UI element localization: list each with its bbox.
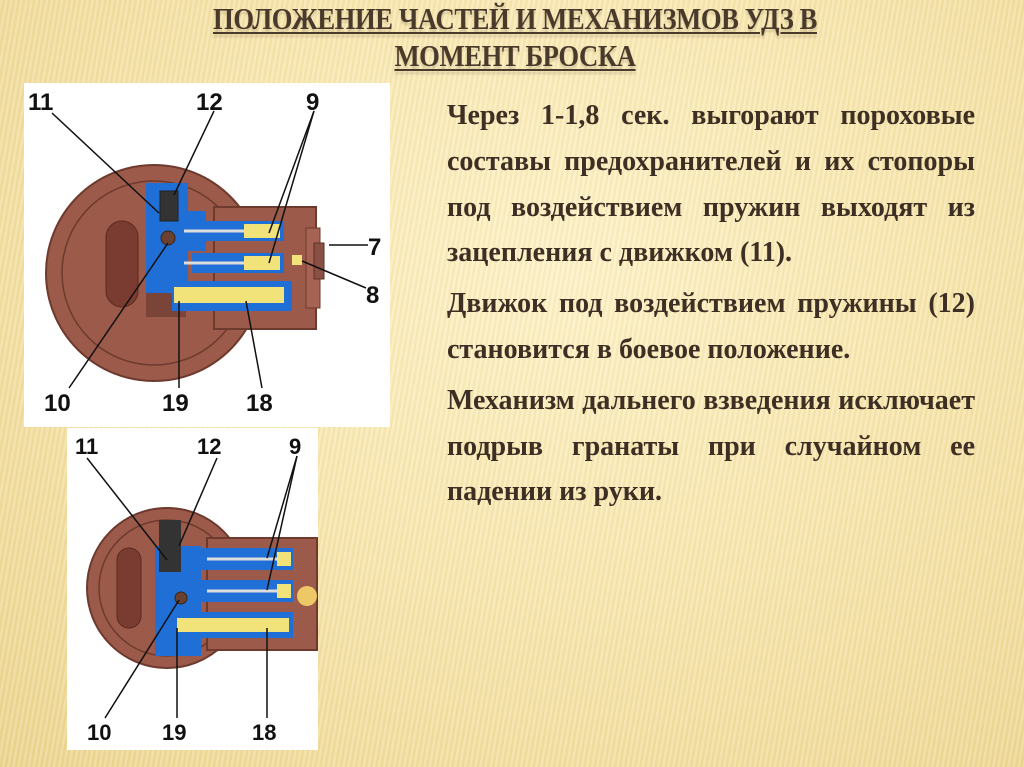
- label-9: 9: [306, 89, 319, 116]
- label-19: 19: [162, 720, 186, 745]
- label-12: 12: [197, 434, 221, 459]
- label-11: 11: [28, 89, 53, 116]
- fuze-diagram-before-arming: 11 12 9 7 8 10 19 18: [24, 83, 390, 427]
- fuze-cross-section-illustration: 11 12 9 10 19 18: [75, 434, 318, 745]
- paragraph-fuse-burnout: Через 1-1,8 сек. выгорают пороховые сост…: [447, 100, 975, 269]
- label-12: 12: [196, 89, 223, 116]
- paragraph-slider-armed: Движок под воздействием пружины (12) ста…: [447, 288, 975, 365]
- label-18: 18: [252, 720, 276, 745]
- label-7: 7: [368, 234, 381, 261]
- label-19: 19: [162, 390, 189, 417]
- label-18: 18: [246, 390, 273, 417]
- label-9: 9: [289, 434, 301, 459]
- fuze-cross-section-illustration: 11 12 9 7 8 10 19 18: [28, 89, 381, 417]
- fuze-diagram-armed: 11 12 9 10 19 18: [67, 428, 318, 750]
- label-8: 8: [366, 282, 379, 309]
- label-11: 11: [75, 434, 98, 459]
- label-10: 10: [44, 390, 71, 417]
- slide-title: ПОЛОЖЕНИЕ ЧАСТЕЙ И МЕХАНИЗМОВ УДЗ В МОМЕ…: [213, 1, 817, 73]
- label-10: 10: [87, 720, 111, 745]
- slide-body-text: Через 1-1,8 сек. выгорают пороховые сост…: [447, 93, 975, 520]
- paragraph-delayed-arming: Механизм дальнего взведения исключает по…: [447, 384, 975, 508]
